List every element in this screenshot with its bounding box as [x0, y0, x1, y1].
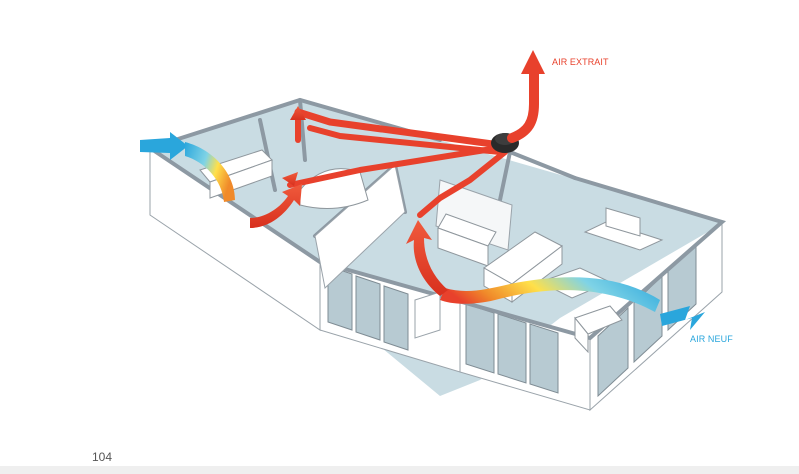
duct-main-lower: [307, 125, 503, 155]
bottom-bar: [0, 466, 799, 474]
riser-arrowhead: [290, 106, 306, 120]
duct-bath: [287, 145, 501, 188]
extract-air-ducts: [287, 108, 508, 218]
tv-screen: [605, 207, 641, 237]
partition-wall-front: [414, 291, 441, 339]
return-arrow-bedroom: [250, 184, 302, 228]
return-arrow-living: [406, 220, 448, 296]
return-arrow-bath: [282, 172, 298, 186]
page-number: 104: [92, 450, 113, 464]
extract-outlet: [507, 50, 545, 143]
fresh-air-arrow-right: [660, 306, 705, 330]
fresh-air-arrow-left: [140, 132, 188, 160]
extract-outlet-arrow-icon: [521, 50, 545, 74]
partition-wall-bath: [314, 164, 406, 289]
extract-air-label: AIR EXTRAIT: [552, 57, 609, 67]
duct-main: [294, 108, 504, 149]
fresh-air-flows: [140, 132, 705, 330]
fresh-air-stream-left: [185, 142, 235, 202]
tv-unit: [583, 221, 664, 251]
fresh-air-label: AIR NEUF: [690, 334, 733, 344]
duct-kitchen: [417, 149, 508, 218]
window-panels: [327, 244, 697, 398]
fresh-air-stream-right: [440, 277, 660, 312]
return-air-arrows: [250, 106, 448, 296]
